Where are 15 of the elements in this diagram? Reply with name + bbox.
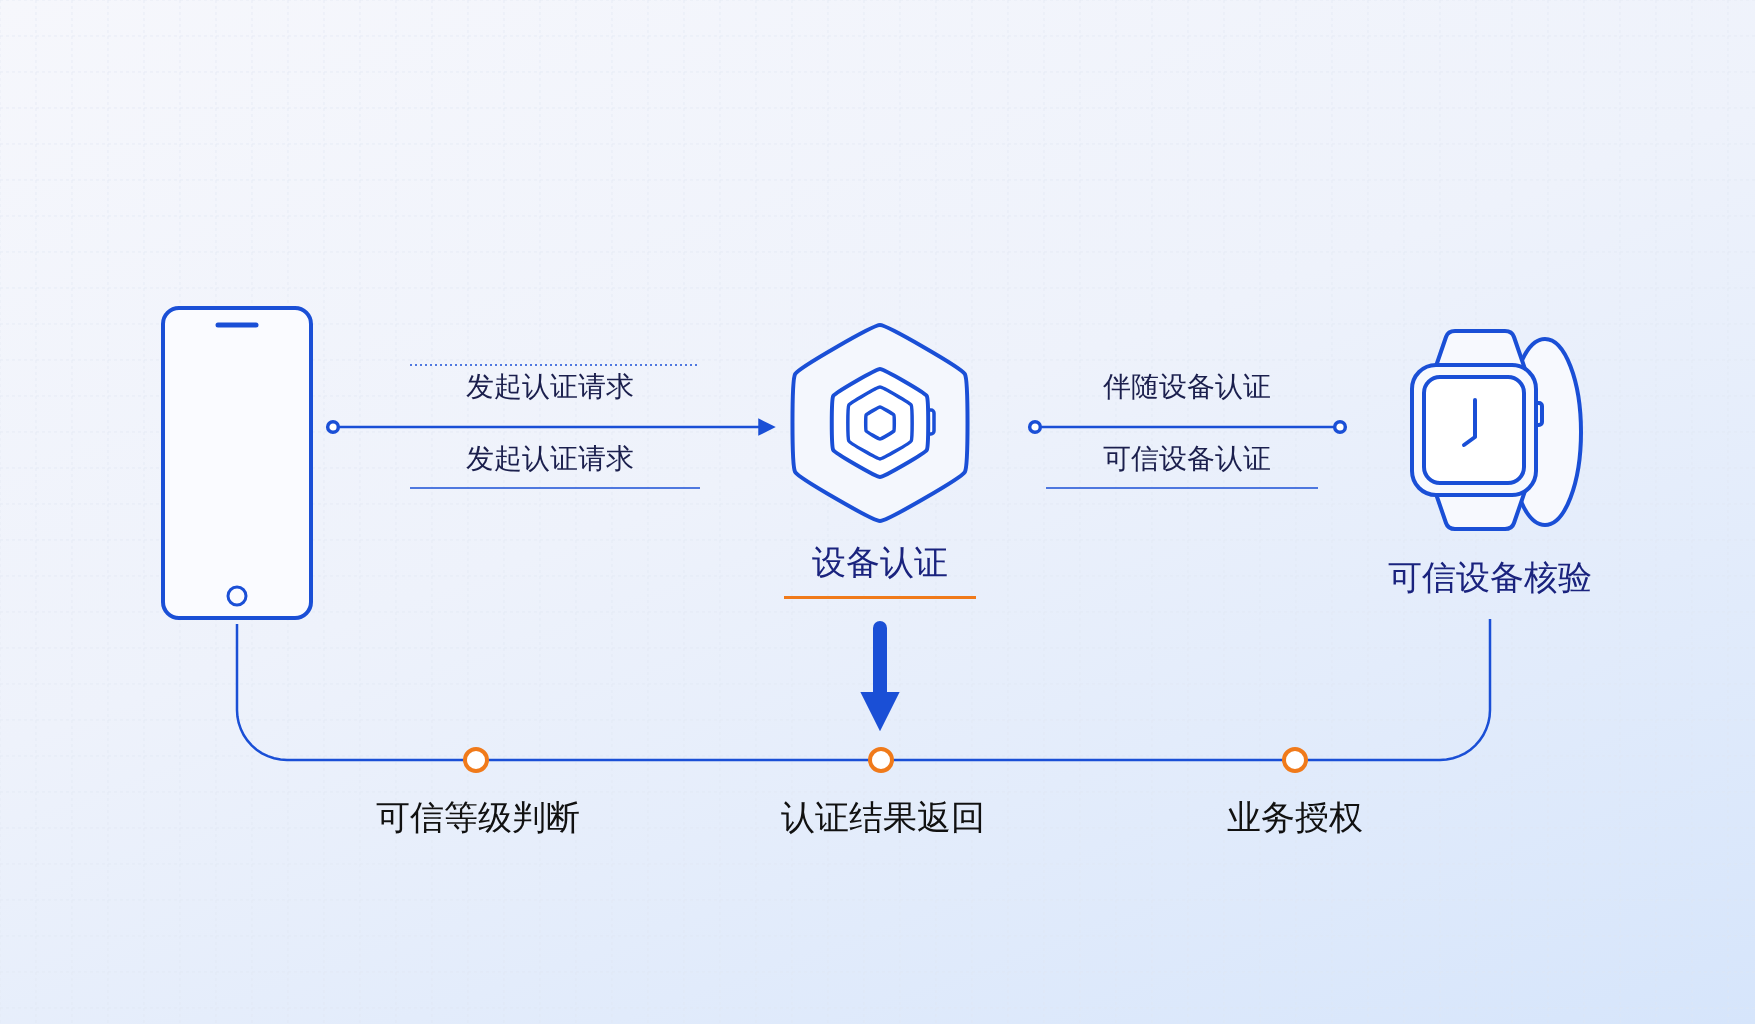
node-label: 认证结果返回 — [781, 796, 985, 839]
node-label: 可信设备核验 — [1388, 556, 1592, 599]
connector-line — [893, 758, 1283, 762]
connector-line — [1307, 619, 1492, 762]
edge-label: 伴随设备认证 — [1103, 369, 1271, 405]
edge-label: 发起认证请求 — [466, 369, 634, 405]
connector-line — [488, 758, 869, 762]
line-caption: 发起认证请求 — [466, 441, 634, 477]
down-arrow — [860, 621, 900, 732]
arrow — [325, 418, 776, 436]
connector-line — [235, 624, 464, 762]
node-label: 业务授权 — [1227, 796, 1363, 839]
node-label: 设备认证 — [784, 540, 976, 599]
node-label: 可信等级判断 — [376, 796, 580, 839]
line-caption: 可信设备认证 — [1103, 441, 1271, 477]
